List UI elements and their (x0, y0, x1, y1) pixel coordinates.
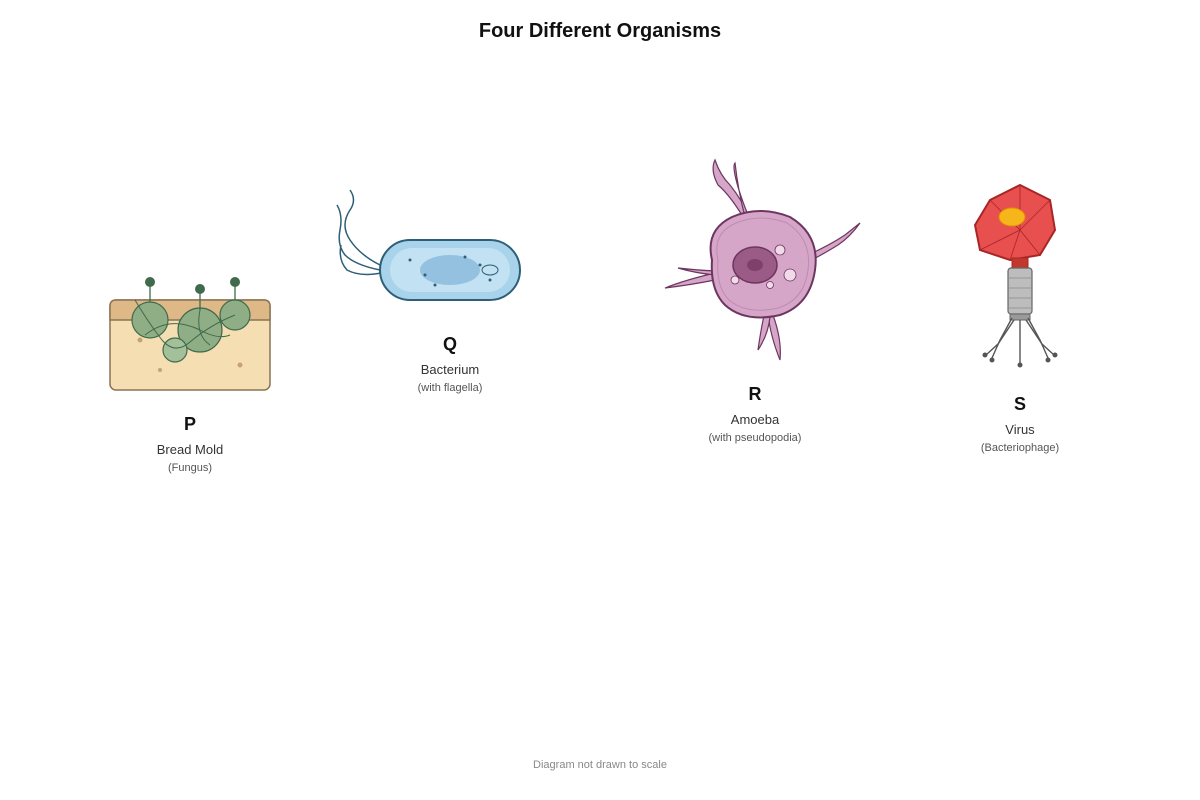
organism-subtitle: (Bacteriophage) (980, 442, 1060, 454)
virus-illustration (973, 183, 1058, 368)
fiber-tip (989, 357, 995, 363)
amoeba-illustration (664, 158, 861, 361)
nucleoid (420, 255, 480, 285)
organism-name: Bacterium (420, 362, 480, 377)
fiber-tip (1052, 352, 1058, 358)
virus-baseplate (1009, 313, 1031, 321)
nucleolus (747, 259, 763, 271)
organism-caption-q: Q Bacterium (with flagella) (340, 332, 560, 395)
flagellum (344, 189, 381, 266)
fiber-tip (982, 352, 988, 358)
vacuole (766, 281, 774, 289)
tail-fiber (985, 319, 1015, 356)
hyphae (134, 299, 236, 349)
organism-subtitle: (Fungus) (167, 462, 213, 474)
fiber-tip (1017, 362, 1023, 368)
genetic-material (998, 207, 1026, 227)
pseudopodium (677, 267, 716, 276)
pseudopodium (712, 158, 749, 222)
mold-colony (131, 301, 169, 339)
plasmid (481, 264, 499, 276)
capsid-facet (1019, 229, 1041, 256)
scale-footnote: Diagram not drawn to scale (533, 759, 667, 771)
sporangium (230, 277, 240, 287)
sporangium (195, 284, 205, 294)
flagellum (339, 244, 382, 276)
pseudopodium (767, 312, 781, 361)
organism-letter: R (748, 384, 762, 404)
sporangium (145, 277, 155, 287)
organism-letter: Q (442, 334, 457, 354)
flagellum (336, 204, 381, 271)
capsid-facet (979, 229, 1021, 251)
organism-letter: P (183, 414, 196, 434)
virus-collar (1011, 257, 1029, 269)
ribosome (463, 255, 467, 259)
organism-caption-p: P Bread Mold (Fungus) (80, 412, 300, 475)
ribosome (408, 258, 412, 262)
pseudopodium (757, 314, 771, 351)
pseudopodium (807, 222, 861, 262)
virus-tail-sheath (1007, 267, 1033, 315)
vacuole (730, 275, 740, 285)
capsid-facet (1019, 199, 1051, 231)
ribosome (488, 278, 492, 282)
mold-colony (162, 337, 188, 363)
diagram-title: Four Different Organisms (478, 20, 722, 42)
fiber-tip (1045, 357, 1051, 363)
ribosome (478, 263, 482, 267)
ribosome (423, 273, 427, 277)
organism-name: Amoeba (730, 412, 780, 427)
tail-fiber (1025, 319, 1055, 356)
crumb (237, 362, 243, 368)
organism-name: Virus (1005, 422, 1035, 437)
bread-mold-illustration (109, 277, 271, 391)
bacterium-illustration (336, 189, 521, 301)
crumb (158, 368, 162, 372)
vacuole (774, 244, 786, 256)
hyphae (198, 309, 211, 346)
ectoplasm (716, 217, 810, 311)
crumb (137, 337, 143, 343)
organism-letter: S (1013, 394, 1026, 414)
vacuole (783, 268, 797, 282)
organism-caption-r: R Amoeba (with pseudopodia) (645, 382, 865, 445)
capsid-facet (1009, 229, 1021, 261)
organism-subtitle: (with flagella) (417, 382, 483, 394)
organism-caption-s: S Virus (Bacteriophage) (910, 392, 1130, 455)
tail-fiber (1027, 317, 1049, 359)
pseudopodium (664, 272, 716, 289)
organism-name: Bread Mold (156, 442, 224, 457)
ribosome (433, 283, 437, 287)
organism-subtitle: (with pseudopodia) (708, 432, 802, 444)
